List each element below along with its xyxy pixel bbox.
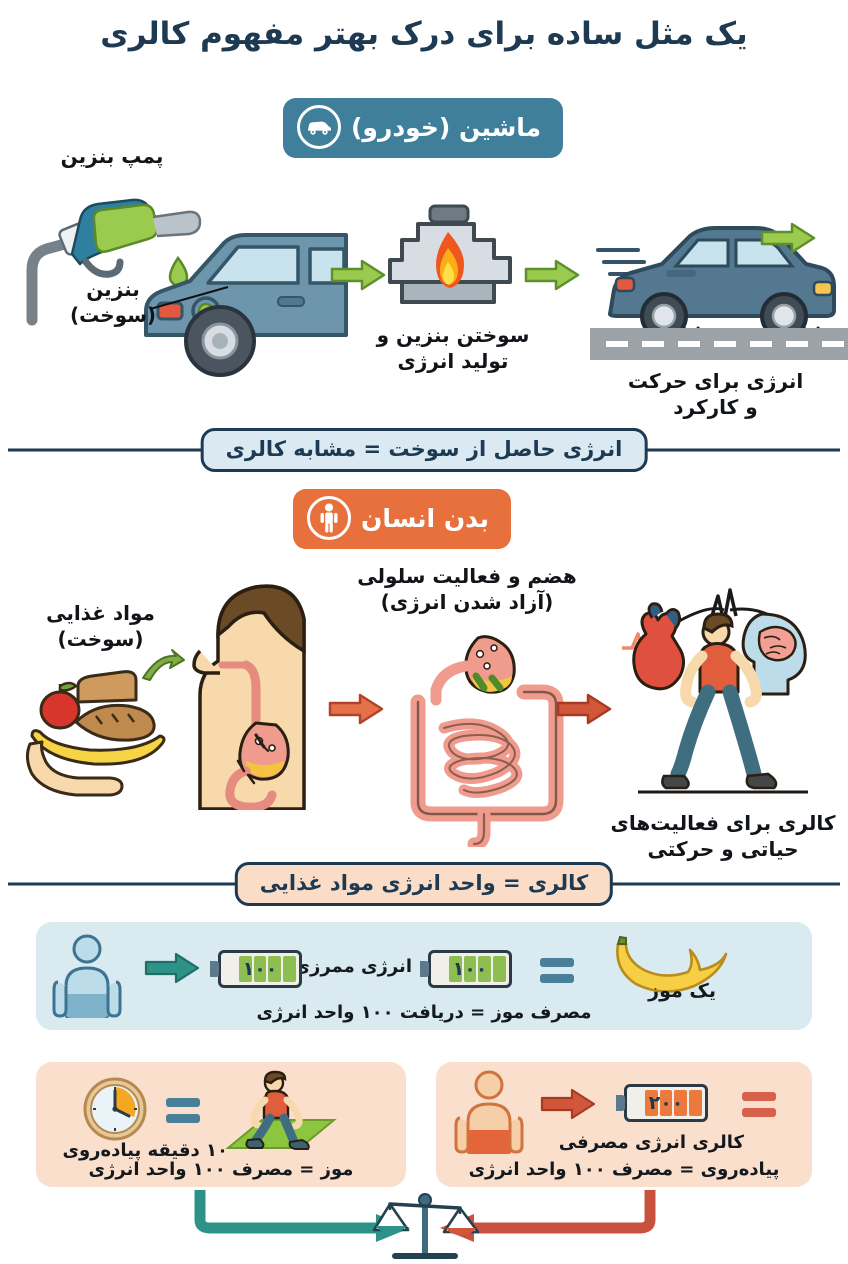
clock-icon — [83, 1077, 147, 1141]
panel-banana: یک موز ۱۰۰ انرژی ممرزی ۱۰۰ — [36, 922, 812, 1030]
engine-label: سوختن بنزین و تولید انرژی — [376, 323, 530, 373]
battery-burn-value: ۲۰۰ — [648, 1092, 684, 1114]
equals-icon-banana — [540, 958, 574, 983]
divider-1-label: انرژی حاصل از سوخت = مشابه کالری — [200, 428, 648, 472]
motion-label: انرژی برای حرکت و کارکرد — [627, 369, 804, 419]
banana-energy-label: انرژی ممرزی — [293, 956, 412, 977]
fuel-leader-line — [150, 286, 229, 310]
fuel-label: بنزین (سوخت) — [69, 277, 157, 327]
battery-burn-icon: ۲۰۰ — [624, 1084, 708, 1122]
food-label: مواد غذایی (سوخت) — [46, 601, 155, 651]
banana-icon — [616, 936, 728, 993]
activity-label: کالری برای فعالیت‌های حیاتی و حرکتی — [610, 811, 836, 861]
arrow-right-red-icon — [540, 1088, 596, 1120]
car-moving-graphic — [590, 226, 848, 360]
panel-burn: ۲۰۰ کالری انرژی مصرفی پیاده‌روی = مصرف ۱… — [436, 1062, 812, 1187]
food-in-hand-graphic — [25, 670, 166, 797]
person-torso-blue-icon — [52, 934, 122, 1018]
human-badge-label: بدن انسان — [361, 503, 489, 533]
page-title: یک مثل ساده برای درک بهتر مفهوم کالری — [100, 16, 748, 52]
section-badge-car: ماشین (خودرو) — [283, 98, 564, 158]
arrow-orange-2-icon — [556, 693, 612, 725]
section-badge-human: بدن انسان — [293, 489, 511, 549]
person-icon — [307, 496, 351, 540]
pump-label: پمپ بنزین — [60, 144, 164, 168]
battery-banana-icon: ۱۰۰ — [428, 950, 512, 988]
battery-banana-value: ۱۰۰ — [452, 958, 488, 980]
banana-item-label: یک موز — [648, 980, 716, 1002]
digestive-system-graphic — [410, 635, 564, 847]
arrow-green-3-icon — [760, 222, 816, 254]
activity-heart-brain-graphic — [622, 588, 808, 794]
digestion-label: هضم و فعالیت سلولی (آزاد شدن انرژی) — [357, 564, 577, 614]
arrow-green-1-icon — [330, 259, 386, 291]
burn-energy-label: کالری انرژی مصرفی — [558, 1132, 744, 1153]
battery-banana-2-value: ۱۰۰ — [242, 958, 278, 980]
equals-icon-burn — [742, 1092, 776, 1117]
car-badge-label: ماشین (خودرو) — [351, 112, 542, 142]
walk-duration-label: ۱۰ دقیقه پیاده‌روی — [62, 1140, 228, 1161]
footer-balance-arrows — [194, 1190, 656, 1259]
arrow-right-teal-banana-icon — [144, 952, 200, 984]
divider-banner-1: انرژی حاصل از سوخت = مشابه کالری — [0, 427, 848, 473]
car-fueling-graphic — [144, 233, 348, 377]
engine-graphic — [388, 204, 512, 304]
arrow-food-icon — [142, 649, 185, 681]
walking-person-icon — [225, 1070, 337, 1150]
panel-walk: ۱۰ دقیقه پیاده‌روی موز = مصرف ۱۰۰ واحد ا… — [36, 1062, 406, 1187]
arrow-orange-1-icon — [328, 693, 384, 725]
person-torso-orange-icon — [454, 1070, 524, 1154]
balance-scale-icon — [372, 1193, 480, 1259]
car-icon — [297, 105, 341, 149]
equals-icon-walk — [166, 1098, 200, 1123]
divider-2-label: کالری = واحد انرژی مواد غذایی — [234, 862, 614, 906]
gas-pump-graphic — [26, 198, 202, 326]
banana-caption: مصرف موز = دریافت ۱۰۰ واحد انرژی — [256, 1002, 592, 1023]
battery-banana-2-icon: ۱۰۰ — [218, 950, 302, 988]
human-body-digestion-graphic — [192, 584, 306, 810]
divider-banner-2: کالری = واحد انرژی مواد غذایی — [0, 861, 848, 907]
walk-caption: موز = مصرف ۱۰۰ واحد انرژی — [88, 1159, 354, 1180]
burn-caption: پیاده‌روی = مصرف ۱۰۰ واحد انرژی — [468, 1159, 780, 1180]
arrow-green-2-icon — [524, 259, 580, 291]
